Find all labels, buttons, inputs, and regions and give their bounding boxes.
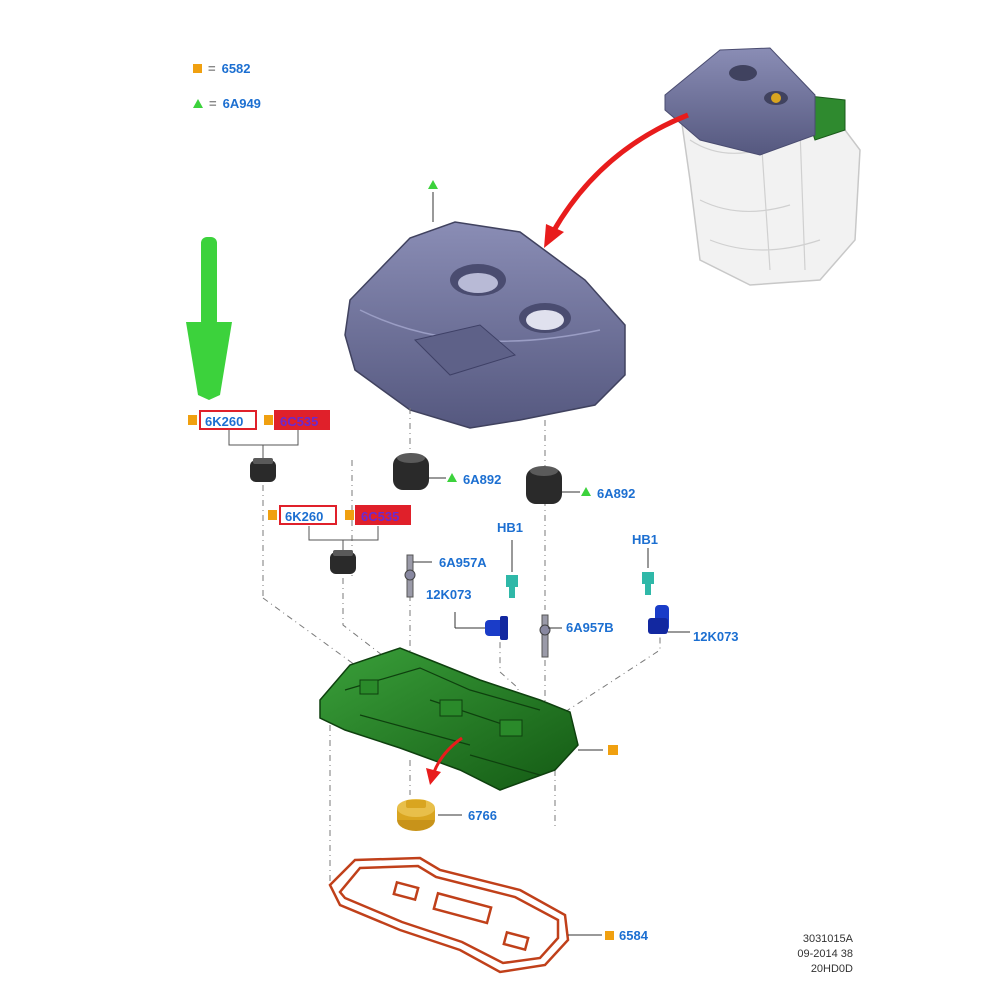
isolator-right bbox=[526, 466, 591, 504]
orange-square-icon bbox=[193, 64, 202, 73]
legend-triangle: = 6A949 bbox=[193, 96, 261, 111]
valve-cover-gasket bbox=[328, 856, 602, 974]
engine-cover bbox=[344, 221, 626, 429]
label-6584: 6584 bbox=[619, 928, 648, 943]
label-12K073-right: 12K073 bbox=[693, 629, 739, 644]
reference-line-2: 09-2014 38 bbox=[797, 947, 853, 960]
illustration-reference: 3031015A 09-2014 38 20HD0D bbox=[797, 932, 853, 977]
square-marker-6K260-a bbox=[188, 415, 197, 425]
label-6A892-left: 6A892 bbox=[463, 472, 502, 487]
green-triangle-icon bbox=[193, 99, 203, 108]
red-small-arrow bbox=[426, 736, 463, 785]
label-6K260-b: 6K260 bbox=[279, 505, 337, 525]
engine-overview-illustration bbox=[664, 47, 861, 286]
hb1-connector-right bbox=[642, 548, 654, 595]
valve-cover bbox=[319, 647, 618, 791]
legend-square-code: 6582 bbox=[221, 61, 251, 76]
isolator-left bbox=[393, 453, 457, 490]
square-marker-6K260-b bbox=[268, 510, 277, 520]
square-marker-6C535-b bbox=[345, 510, 354, 520]
legend-equals: = bbox=[208, 61, 216, 76]
label-6A892-right: 6A892 bbox=[597, 486, 636, 501]
gasket-square-marker bbox=[605, 931, 614, 940]
label-6A957A: 6A957A bbox=[439, 555, 487, 570]
dashed-leader-lines bbox=[262, 408, 661, 885]
legend-equals: = bbox=[209, 96, 217, 111]
grommet-lower bbox=[330, 550, 356, 574]
reference-line-1: 3031015A bbox=[802, 933, 853, 945]
grommet-upper bbox=[250, 458, 276, 482]
label-hb1-right: HB1 bbox=[632, 532, 659, 547]
label-12K073-left: 12K073 bbox=[426, 587, 472, 602]
label-6766: 6766 bbox=[468, 808, 497, 823]
hb1-connector-left bbox=[506, 540, 518, 598]
stud-6A957B bbox=[539, 614, 562, 658]
label-6C535-a: 6C535 bbox=[274, 410, 330, 430]
legend-triangle-code: 6A949 bbox=[222, 96, 261, 111]
label-6K260-a: 6K260 bbox=[199, 410, 257, 430]
sensor-12K073-right bbox=[648, 605, 690, 634]
triangle-marker-top bbox=[428, 180, 438, 222]
label-hb1-left: HB1 bbox=[497, 520, 524, 535]
label-6A957B: 6A957B bbox=[566, 620, 614, 635]
oil-filler-cap bbox=[397, 799, 462, 831]
sensor-12K073-left bbox=[454, 612, 508, 640]
green-down-arrow-icon bbox=[186, 237, 232, 400]
stud-6A957A bbox=[404, 554, 432, 598]
label-6C535-b: 6C535 bbox=[355, 505, 411, 525]
legend-square: = 6582 bbox=[193, 61, 251, 76]
reference-line-3: 20HD0D bbox=[810, 962, 853, 975]
square-marker-6C535-a bbox=[264, 415, 273, 425]
label-bracket-lines bbox=[228, 430, 379, 552]
red-curved-arrow bbox=[544, 112, 689, 248]
